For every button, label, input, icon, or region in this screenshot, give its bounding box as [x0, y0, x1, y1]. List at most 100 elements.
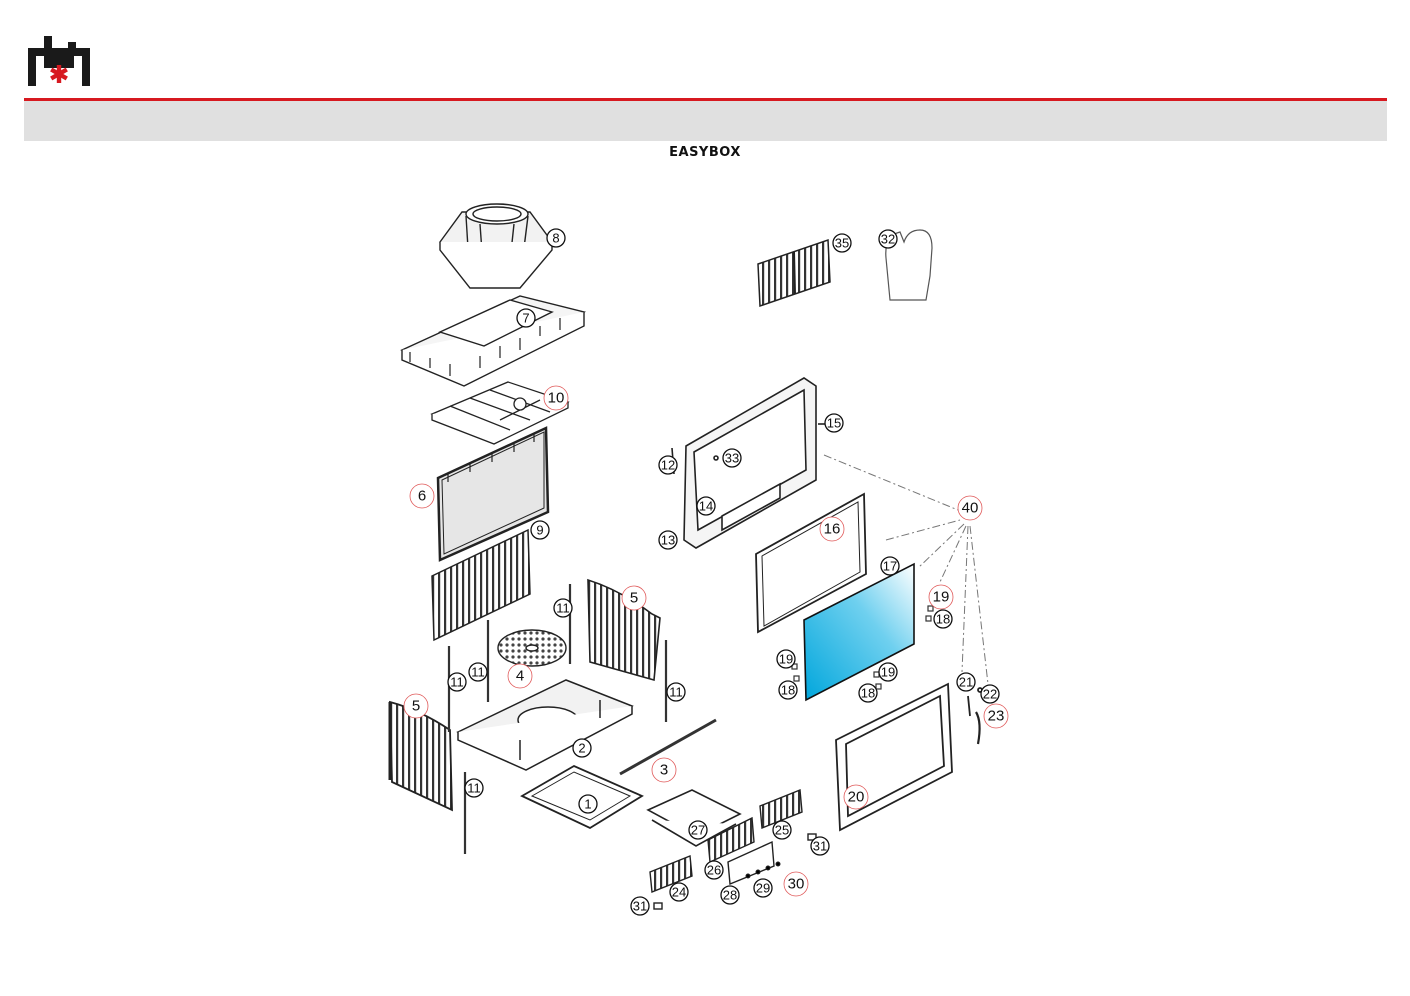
- callout-11: 11: [447, 672, 467, 692]
- callout-number: 25: [775, 823, 789, 838]
- callout-number: 8: [552, 231, 559, 246]
- callout-31: 31: [630, 896, 650, 916]
- callout-circle: [578, 794, 598, 814]
- callout-4: 4: [507, 663, 533, 689]
- callout-number: 11: [471, 665, 485, 680]
- callout-number: 31: [633, 899, 647, 914]
- callout-29: 29: [753, 878, 773, 898]
- callout-11: 11: [468, 662, 488, 682]
- callout-circle: [783, 871, 809, 897]
- callout-circle: [832, 233, 852, 253]
- part-17-door-glass: [803, 562, 915, 702]
- callout-number: 11: [556, 601, 570, 616]
- callout-19: 19: [776, 649, 796, 669]
- callout-32: 32: [878, 229, 898, 249]
- callout-number: 29: [756, 881, 770, 896]
- callout-16: 16: [819, 516, 845, 542]
- part-4-grate: [497, 629, 567, 667]
- callout-20: 20: [843, 784, 869, 810]
- part-9-back-louvre: [431, 528, 531, 642]
- callout-circle: [447, 672, 467, 692]
- callout-40: 40: [957, 495, 983, 521]
- callout-number: 14: [699, 499, 713, 514]
- callout-circle: [651, 757, 677, 783]
- header-rule: [24, 98, 1387, 101]
- callout-circle: [543, 385, 569, 411]
- callout-circle: [666, 682, 686, 702]
- part-10-baffle-plate: [430, 381, 570, 445]
- callout-circle: [878, 662, 898, 682]
- callout-number: 12: [661, 458, 675, 473]
- callout-12: 12: [658, 455, 678, 475]
- callout-number: 33: [725, 451, 739, 466]
- part-6-back-panel: [436, 426, 550, 562]
- callout-circle: [819, 516, 845, 542]
- part-2-hearth-base: [456, 679, 634, 771]
- callout-3: 3: [651, 757, 677, 783]
- callout-number: 6: [418, 488, 426, 505]
- callout-circle: [409, 483, 435, 509]
- callout-number: 20: [848, 789, 865, 806]
- callout-2: 2: [572, 738, 592, 758]
- callout-circle: [720, 885, 740, 905]
- callout-number: 7: [522, 311, 529, 326]
- callout-25: 25: [772, 820, 792, 840]
- callout-18: 18: [933, 609, 953, 629]
- callout-31: 31: [810, 836, 830, 856]
- callout-number: 31: [813, 839, 827, 854]
- callout-number: 24: [672, 885, 686, 900]
- callout-5: 5: [621, 585, 647, 611]
- callout-circle: [516, 308, 536, 328]
- callout-15: 15: [824, 413, 844, 433]
- callout-circle: [880, 556, 900, 576]
- callout-circle: [621, 585, 647, 611]
- brand-logo-icon: [28, 36, 90, 86]
- callout-circle: [553, 598, 573, 618]
- callout-circle: [722, 448, 742, 468]
- callout-30: 30: [783, 871, 809, 897]
- part-24-25-26-front-grills: [649, 789, 817, 910]
- callout-13: 13: [658, 530, 678, 550]
- callout-21: 21: [956, 672, 976, 692]
- callout-28: 28: [720, 885, 740, 905]
- callout-number: 17: [883, 559, 897, 574]
- part-7-top-plate: [400, 295, 587, 387]
- callout-circle: [957, 495, 983, 521]
- callout-number: 10: [548, 390, 565, 407]
- callout-number: 4: [516, 668, 524, 685]
- callout-number: 11: [450, 675, 464, 690]
- callout-circle: [572, 738, 592, 758]
- callout-6: 6: [409, 483, 435, 509]
- callout-5: 5: [403, 693, 429, 719]
- callout-number: 19: [779, 652, 793, 667]
- callout-number: 11: [669, 685, 683, 700]
- callout-number: 3: [660, 762, 668, 779]
- part-8-flue-collar: [439, 203, 553, 289]
- callout-circle: [688, 820, 708, 840]
- part-35-vent-grille: [757, 238, 831, 308]
- callout-circle: [658, 530, 678, 550]
- part-21-22-23-handle: [967, 687, 983, 745]
- callout-circle: [776, 649, 796, 669]
- callout-number: 22: [983, 687, 997, 702]
- callout-circle: [704, 860, 724, 880]
- callout-11: 11: [666, 682, 686, 702]
- callout-number: 32: [881, 232, 895, 247]
- callout-number: 15: [827, 416, 841, 431]
- callout-number: 11: [467, 781, 481, 796]
- callout-number: 2: [578, 741, 585, 756]
- callout-number: 35: [835, 236, 849, 251]
- callout-circle: [530, 520, 550, 540]
- callout-22: 22: [980, 684, 1000, 704]
- callout-10: 10: [543, 385, 569, 411]
- callout-number: 1: [584, 797, 591, 812]
- callout-number: 18: [936, 612, 950, 627]
- callout-35: 35: [832, 233, 852, 253]
- callout-circle: [669, 882, 689, 902]
- callout-number: 5: [630, 590, 638, 607]
- part-5-side-panel-left: [388, 700, 453, 812]
- callout-circle: [980, 684, 1000, 704]
- callout-number: 21: [959, 675, 973, 690]
- callout-18: 18: [778, 680, 798, 700]
- part-18-19-clips: [791, 605, 934, 690]
